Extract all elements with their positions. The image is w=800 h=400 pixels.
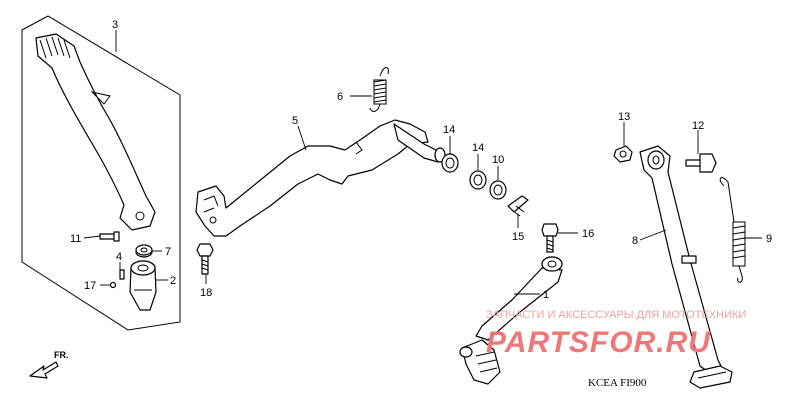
spring-6: [369, 67, 389, 112]
spindle-boss-2: [129, 260, 157, 311]
callout-14a: 14: [443, 124, 455, 136]
callout-16: 16: [582, 228, 594, 240]
bolt-18: [196, 243, 214, 275]
callout-2: 2: [170, 275, 176, 287]
washer-14a: [441, 153, 459, 173]
callout-10: 10: [492, 154, 504, 166]
callout-3: 3: [112, 19, 118, 31]
watermark-brand: PARTSFOR.RU: [486, 326, 711, 359]
callout-17: 17: [84, 280, 96, 292]
kickstarter-group-frame: [21, 15, 181, 331]
callout-numbers: 3 6 5 14 14 10 13 12 11 7 4 2 17 18 15 1…: [70, 19, 772, 301]
leader-lines: [83, 30, 762, 295]
brake-pedal-5: [195, 119, 446, 237]
diagram-code: KCEA FI900: [588, 377, 647, 389]
cotter-clip-15: [507, 195, 529, 217]
side-stand-8: [639, 145, 733, 389]
bolt-12: [685, 153, 717, 173]
washer-10: [489, 180, 507, 200]
spring-9: [719, 177, 746, 283]
clip-17: [109, 281, 117, 289]
bolt-16: [541, 223, 559, 253]
callout-15: 15: [512, 231, 524, 243]
nut-7: [135, 244, 153, 258]
bolt-11: [99, 231, 120, 242]
washer-14b: [469, 170, 487, 190]
front-arrow-icon: [29, 361, 59, 379]
callout-4: 4: [116, 251, 122, 263]
callout-14b: 14: [472, 142, 484, 154]
callout-9: 9: [766, 233, 772, 245]
front-label: FR.: [54, 350, 69, 360]
watermark: ЗАПЧАСТИ И АКСЕССУАРЫ ДЛЯ МОТОТЕХНИКИ PA…: [486, 309, 746, 359]
callout-7: 7: [165, 246, 171, 258]
kick-starter-arm: [35, 33, 156, 231]
callout-1: 1: [543, 289, 549, 301]
callout-18: 18: [200, 287, 212, 299]
callout-11: 11: [70, 233, 81, 245]
callout-5: 5: [292, 115, 298, 127]
callout-6: 6: [337, 91, 343, 103]
callout-13: 13: [618, 111, 630, 123]
gearshift-pedal-1: [459, 256, 563, 385]
watermark-tagline: ЗАПЧАСТИ И АКСЕССУАРЫ ДЛЯ МОТОТЕХНИКИ: [486, 309, 746, 321]
front-direction-indicator: FR.: [29, 350, 69, 379]
nut-13: [613, 145, 633, 163]
callout-8: 8: [632, 235, 638, 247]
pin-4: [119, 269, 125, 280]
callout-12: 12: [692, 120, 704, 132]
